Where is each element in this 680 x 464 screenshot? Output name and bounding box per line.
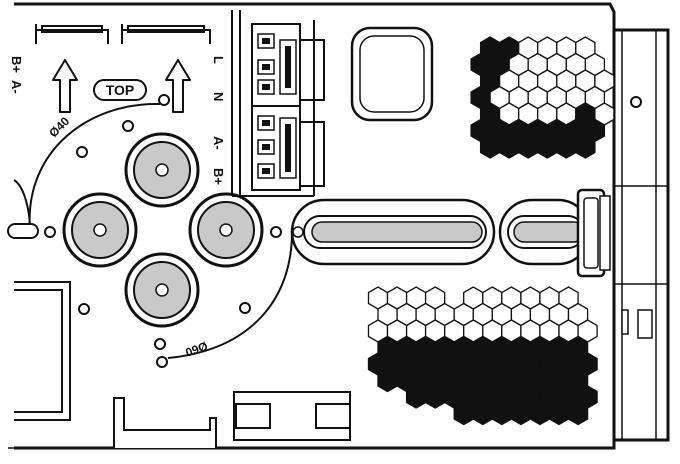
vent-hex <box>498 135 520 159</box>
terminal-block <box>231 10 325 197</box>
vent-hex <box>548 401 570 426</box>
vent-hex <box>575 135 596 159</box>
top-badge-label: TOP <box>106 82 135 98</box>
rail-screw-hole <box>630 96 642 108</box>
vent-grille-top <box>470 36 615 159</box>
right-rail <box>8 30 668 449</box>
left-terminal-b-label: B+ <box>9 56 24 73</box>
vent-hex <box>479 135 501 159</box>
mounting-holes <box>44 94 282 368</box>
vent-hex <box>510 401 532 426</box>
terminal-n-label: N <box>211 92 226 101</box>
roller-left <box>62 192 138 268</box>
side-plug <box>576 188 611 278</box>
top-badge <box>93 79 147 101</box>
bottom-clips <box>113 391 351 448</box>
vent-hex <box>377 368 398 393</box>
rail-latch <box>621 309 653 339</box>
terminal-l-label: L <box>211 56 226 64</box>
vent-hex <box>556 135 577 159</box>
housing-outline <box>14 2 670 450</box>
display-window <box>350 26 434 122</box>
terminal-a-label: A- <box>211 136 226 150</box>
top-clips <box>35 24 211 44</box>
roller-top <box>124 132 200 208</box>
dia-label-upper: Ø40 <box>46 114 72 140</box>
roller-bottom <box>124 252 200 328</box>
dia-label-lower: Ø60 <box>183 339 209 360</box>
arrow-up-icon <box>52 59 78 113</box>
guide-slot-short <box>498 198 592 266</box>
vent-hex <box>472 401 493 426</box>
vent-hex <box>537 135 558 159</box>
guide-slot-long <box>290 198 496 266</box>
vent-hex <box>518 135 539 159</box>
outer-arc <box>28 102 161 231</box>
vent-hex <box>491 401 513 426</box>
vent-hex <box>405 385 427 409</box>
arrow-up-icon <box>165 59 191 113</box>
left-bracket <box>7 179 71 421</box>
terminal-b-label: B+ <box>211 168 226 185</box>
vent-hex <box>567 401 589 426</box>
vent-hex <box>453 401 474 426</box>
roller-right <box>188 192 264 268</box>
left-terminal-a-label: A- <box>9 80 24 94</box>
vent-hex <box>529 401 551 426</box>
vent-grille-bottom <box>367 286 598 426</box>
vent-hex <box>424 385 446 409</box>
roller-group <box>62 132 264 328</box>
lower-arc <box>167 231 293 359</box>
terminal-slots <box>257 33 297 179</box>
